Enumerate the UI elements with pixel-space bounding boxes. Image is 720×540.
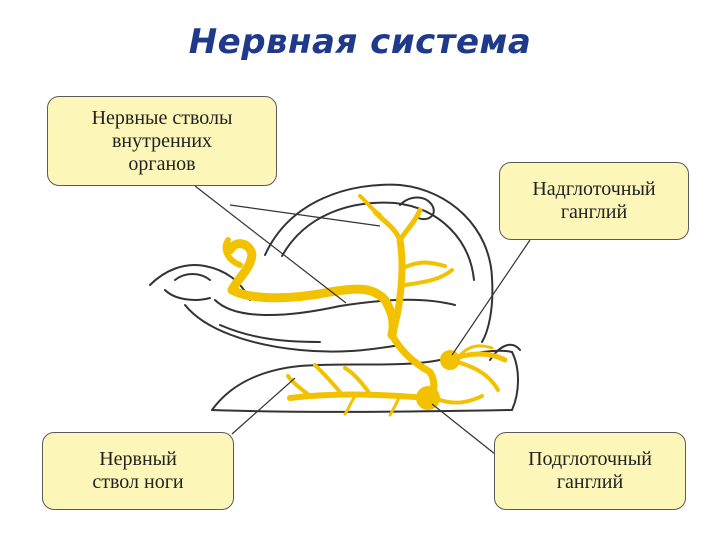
label-line: внутренних — [111, 129, 213, 152]
label-line: ствол ноги — [92, 471, 184, 493]
label-line: органов — [128, 152, 196, 175]
label-line: ганглий — [556, 471, 624, 493]
leader-supra — [451, 239, 531, 356]
leader-foot — [231, 377, 296, 435]
label-line: Подглоточный — [528, 448, 652, 470]
leader-lines — [194, 185, 531, 463]
label-line: ганглий — [560, 201, 628, 223]
pedal-nerve-trunk — [287, 391, 431, 401]
visceral-nerve-trunk — [225, 239, 398, 340]
label-line: Надглоточный — [532, 178, 656, 200]
slide-title: Нервная система — [188, 22, 532, 62]
leader-sub — [431, 403, 506, 463]
nerve-network — [222, 194, 508, 417]
label-subesophageal-ganglion: Подглоточный ганглий — [494, 432, 686, 510]
label-line: Нервные стволы — [91, 106, 233, 129]
label-supraesophageal-ganglion: Надглоточный ганглий — [499, 162, 689, 240]
leader-trunks-1 — [194, 185, 347, 304]
label-line: Нервный — [99, 448, 177, 470]
leader-trunks-2 — [229, 204, 381, 227]
label-visceral-nerve-trunks: Нервные стволы внутренних органов — [47, 96, 277, 186]
snail-outline — [149, 183, 521, 413]
label-pedal-nerve-trunk: Нервный ствол ноги — [42, 432, 234, 510]
visceral-nerve-branch-upper — [388, 236, 406, 339]
